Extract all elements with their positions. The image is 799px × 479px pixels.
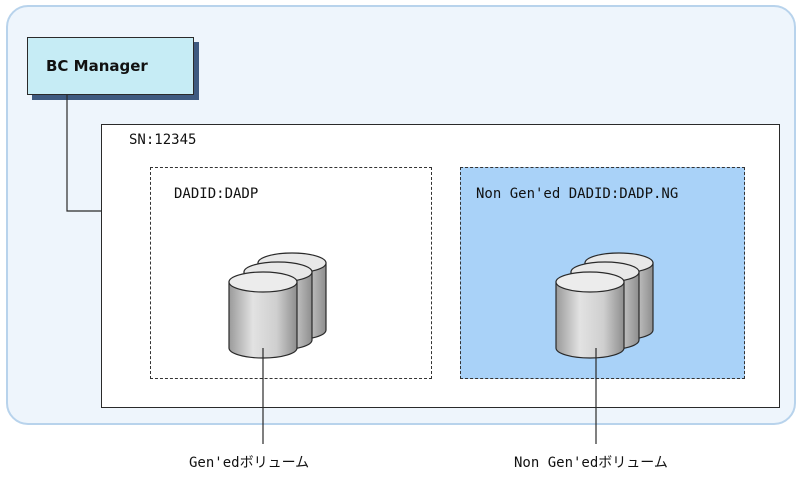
gened-volume-disk-icon xyxy=(228,252,327,359)
non-gened-volume-disk-icon xyxy=(555,252,654,359)
gened-volume-caption: Gen'edボリューム xyxy=(189,455,310,471)
non-gened-group-title: Non Gen'ed DADID:DADP.NG xyxy=(476,186,679,202)
serial-number-label: SN:12345 xyxy=(129,132,197,148)
bc-manager-label: BC Manager xyxy=(46,57,148,75)
manager-connector-line xyxy=(66,95,101,212)
bc-manager-node: BC Manager xyxy=(27,37,194,95)
gened-group-title: DADID:DADP xyxy=(174,186,259,202)
non-gened-volume-caption: Non Gen'edボリューム xyxy=(514,455,668,471)
